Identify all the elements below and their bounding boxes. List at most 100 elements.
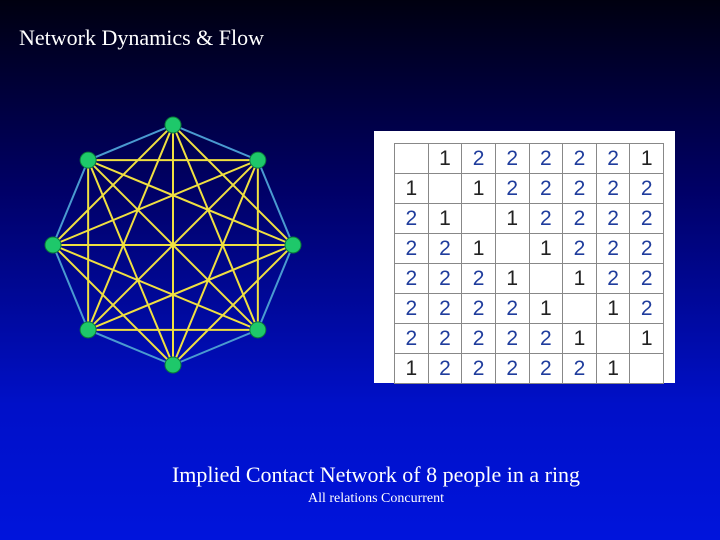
network-node <box>164 116 182 134</box>
matrix-cell: 2 <box>562 353 597 384</box>
matrix-cell: 2 <box>595 263 631 294</box>
matrix-cell: 2 <box>562 143 597 174</box>
ring-edge <box>256 159 294 246</box>
network-node <box>164 356 182 374</box>
matrix-cell: 2 <box>595 203 631 234</box>
matrix-cell: 2 <box>528 203 564 234</box>
matrix-cell: 2 <box>595 173 631 204</box>
matrix-cell: 2 <box>629 233 664 264</box>
implied-edge <box>52 244 174 366</box>
matrix-cell: 2 <box>629 173 664 204</box>
matrix-cell: 2 <box>494 293 530 324</box>
matrix-cell <box>595 323 631 354</box>
matrix-cell <box>427 173 463 204</box>
matrix-cell: 2 <box>461 353 496 384</box>
ring-edges <box>52 124 294 366</box>
matrix-cell: 1 <box>494 263 530 294</box>
implied-edge <box>172 159 259 366</box>
network-node <box>249 151 267 169</box>
ring-edge <box>87 124 174 162</box>
matrix-cell: 2 <box>494 173 530 204</box>
matrix-cell: 1 <box>595 293 631 324</box>
implied-edge <box>87 124 174 331</box>
ring-network-graph <box>44 116 302 374</box>
matrix-cell: 1 <box>562 323 597 354</box>
matrix-cell <box>629 353 664 384</box>
matrix-cell <box>528 263 564 294</box>
implied-edge <box>52 244 259 331</box>
matrix-cell <box>562 293 597 324</box>
matrix-cell: 2 <box>595 143 631 174</box>
matrix-cell: 2 <box>461 293 496 324</box>
ring-edge <box>52 159 90 246</box>
matrix-cell: 2 <box>528 143 564 174</box>
matrix-cell <box>461 203 496 234</box>
matrix-cell: 2 <box>562 173 597 204</box>
matrix-cell: 2 <box>595 233 631 264</box>
matrix-cell: 2 <box>562 203 597 234</box>
matrix-cell: 2 <box>427 323 463 354</box>
matrix-cell: 1 <box>528 233 564 264</box>
implied-edge <box>87 159 259 331</box>
network-subcaption: All relations Concurrent <box>307 491 445 506</box>
network-caption: Implied Contact Network of 8 people in a… <box>171 462 581 487</box>
matrix-cell: 2 <box>629 293 664 324</box>
matrix-cell: 2 <box>461 323 496 354</box>
matrix-cell: 1 <box>595 353 631 384</box>
implied-edge <box>52 159 259 246</box>
network-node <box>44 236 62 254</box>
implied-edge <box>87 244 294 331</box>
matrix-cell: 2 <box>494 143 530 174</box>
matrix-cell: 1 <box>629 143 664 174</box>
matrix-cell: 1 <box>394 173 429 204</box>
ring-edge <box>256 244 294 331</box>
matrix-cell: 2 <box>394 293 429 324</box>
matrix-cell: 1 <box>461 233 496 264</box>
matrix-cell: 2 <box>461 263 496 294</box>
matrix-cell: 2 <box>394 263 429 294</box>
matrix-cell: 1 <box>427 143 463 174</box>
matrix-cell: 1 <box>461 173 496 204</box>
matrix-cell: 2 <box>427 293 463 324</box>
implied-edge <box>87 159 294 246</box>
network-node <box>249 321 267 339</box>
matrix-cell: 2 <box>494 353 530 384</box>
nodes <box>44 116 302 374</box>
matrix-cell: 2 <box>494 323 530 354</box>
matrix-cell: 1 <box>629 323 664 354</box>
ring-edge <box>52 244 90 331</box>
network-node <box>284 236 302 254</box>
matrix-cell: 2 <box>528 173 564 204</box>
slide-title: Network Dynamics & Flow <box>19 25 265 50</box>
matrix-cell: 2 <box>461 143 496 174</box>
matrix-cell: 2 <box>562 233 597 264</box>
matrix-cell: 2 <box>427 263 463 294</box>
matrix-cell: 1 <box>528 293 564 324</box>
matrix-cell: 2 <box>394 233 429 264</box>
matrix-cell: 2 <box>629 263 664 294</box>
matrix-cell <box>494 233 530 264</box>
matrix-cell: 1 <box>494 203 530 234</box>
ring-edge <box>87 328 174 366</box>
matrix-cell: 2 <box>528 323 564 354</box>
matrix-cell: 2 <box>528 353 564 384</box>
matrix-cell: 2 <box>394 323 429 354</box>
matrix-cell <box>394 143 429 174</box>
implied-edges <box>52 124 294 366</box>
matrix-cell: 2 <box>394 203 429 234</box>
matrix-cell: 1 <box>562 263 597 294</box>
network-node <box>79 321 97 339</box>
matrix-cell: 1 <box>427 203 463 234</box>
matrix-cell: 2 <box>427 353 463 384</box>
network-node <box>79 151 97 169</box>
